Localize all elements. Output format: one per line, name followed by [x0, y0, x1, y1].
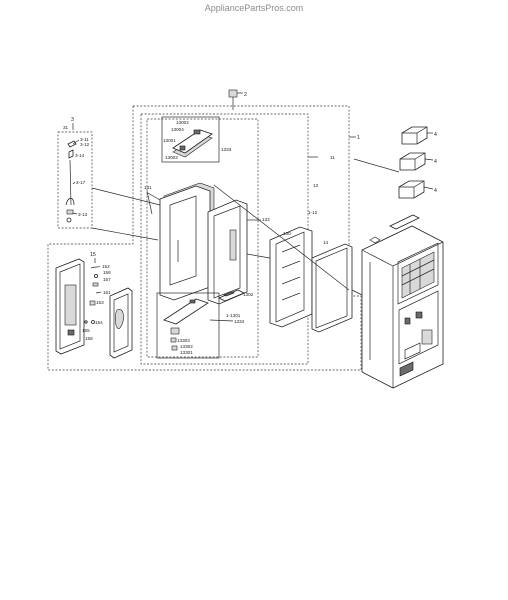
- callout-153: 153: [96, 300, 104, 305]
- sub-boundary: [146, 118, 259, 358]
- door-gasket: [311, 243, 353, 333]
- door-bin-top: [401, 126, 428, 145]
- door-inner-frame: [207, 199, 248, 305]
- callout-13301: 13301: [180, 350, 193, 355]
- callout-12: 1-12: [308, 210, 318, 215]
- callout-13003: 13003: [165, 155, 178, 160]
- callout-3-12: 3-12: [80, 142, 90, 147]
- callout-130: 130: [283, 231, 291, 236]
- callout-157: 157: [103, 277, 111, 282]
- callout-1334: 1334: [234, 319, 245, 324]
- door-bin-middle: [399, 152, 426, 171]
- part-2-icon: [228, 89, 238, 98]
- callout-1301: 1-1301: [226, 313, 241, 318]
- refrigerator-cabinet: [361, 214, 444, 389]
- callout-158: 158: [85, 336, 93, 341]
- door-outer-panel: [159, 182, 215, 301]
- callout-3: 3: [71, 117, 74, 123]
- inner-boundary: [140, 113, 309, 365]
- dispenser-panel-15: [55, 258, 85, 355]
- dispenser-back-plate: [109, 287, 133, 359]
- assembly-boundary: [47, 105, 362, 371]
- callout-1302: 1302: [243, 292, 254, 297]
- callout-141: 141: [144, 185, 152, 190]
- callout-155: 155: [82, 328, 90, 333]
- callout-11: 11: [330, 155, 335, 160]
- callout-13303: 13303: [177, 338, 190, 343]
- callout-133: 133: [262, 217, 270, 222]
- callout-13004: 13004: [171, 127, 184, 132]
- callout-13302: 13302: [180, 344, 193, 349]
- callout-151: 151: [103, 290, 111, 295]
- callout-3-13: 3-13: [78, 212, 88, 217]
- callout-4-bottom: 4: [434, 188, 437, 194]
- door-bin-bottom: [398, 180, 425, 199]
- callout-13001: 13001: [163, 138, 176, 143]
- callout-1: 1: [357, 135, 360, 141]
- callout-1333a: 1333: [221, 147, 232, 152]
- dispenser-cover-part: [163, 298, 209, 335]
- door-bin-frame: [269, 226, 313, 328]
- callout-31: 31: [63, 125, 69, 130]
- callout-156: 156: [103, 270, 111, 275]
- callout-152: 152: [102, 264, 110, 269]
- panel-small-parts: [84, 265, 102, 324]
- callout-14: 14: [323, 240, 329, 245]
- small-clip-parts: [170, 337, 178, 351]
- callout-13: 13: [313, 183, 319, 188]
- callout-3-14: 3-14: [75, 153, 85, 158]
- callout-3-17: 3-17: [76, 180, 86, 185]
- hinge-parts: [65, 140, 77, 223]
- dispenser-inset-frame: [161, 116, 220, 163]
- callout-4-middle: 4: [434, 159, 437, 165]
- callout-154: 154: [95, 320, 103, 325]
- site-watermark: AppliancePartsPros.com: [204, 3, 304, 13]
- dispenser-module-part: [172, 129, 213, 158]
- callout-4-top: 4: [434, 132, 437, 138]
- module-1302: [218, 289, 245, 302]
- callout-3-11: 3-11: [80, 137, 89, 142]
- callout-2: 2: [244, 92, 247, 98]
- callout-15: 15: [90, 252, 96, 258]
- cover-inset-frame: [156, 292, 220, 359]
- callout-13002: 13002: [176, 120, 189, 125]
